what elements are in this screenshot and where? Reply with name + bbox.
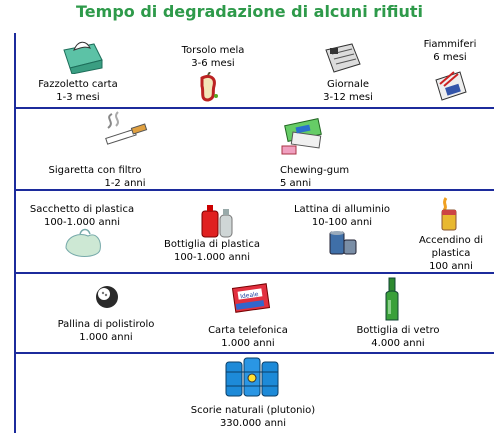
cigarette-icon <box>105 111 148 145</box>
nuclear-barrels-icon <box>225 357 279 397</box>
row-divider <box>14 352 494 354</box>
newspaper-icon <box>325 43 361 73</box>
tissue-icon <box>63 41 103 74</box>
card-text: Ideale <box>240 291 259 301</box>
phone-card-icon: Ideale <box>231 283 271 313</box>
row-divider <box>14 107 494 109</box>
row-divider <box>14 272 494 274</box>
plastic-bottle-icon <box>201 205 233 238</box>
vertical-axis-line <box>14 33 16 433</box>
lighter-icon <box>441 197 457 231</box>
glass-bottle-icon <box>385 277 399 321</box>
polystyrene-ball-icon <box>96 286 118 308</box>
page-title: Tempo di degradazione di alcuni rifiuti <box>76 2 423 21</box>
aluminum-can-icon <box>329 231 357 255</box>
apple-core-icon <box>200 72 218 102</box>
item-label: Scorie naturali (plutonio)330.000 anni <box>190 405 316 429</box>
plastic-bag-icon <box>65 228 101 257</box>
chewing-gum-icon <box>281 118 322 155</box>
matchbox-icon <box>435 71 467 101</box>
row-divider <box>14 189 494 191</box>
